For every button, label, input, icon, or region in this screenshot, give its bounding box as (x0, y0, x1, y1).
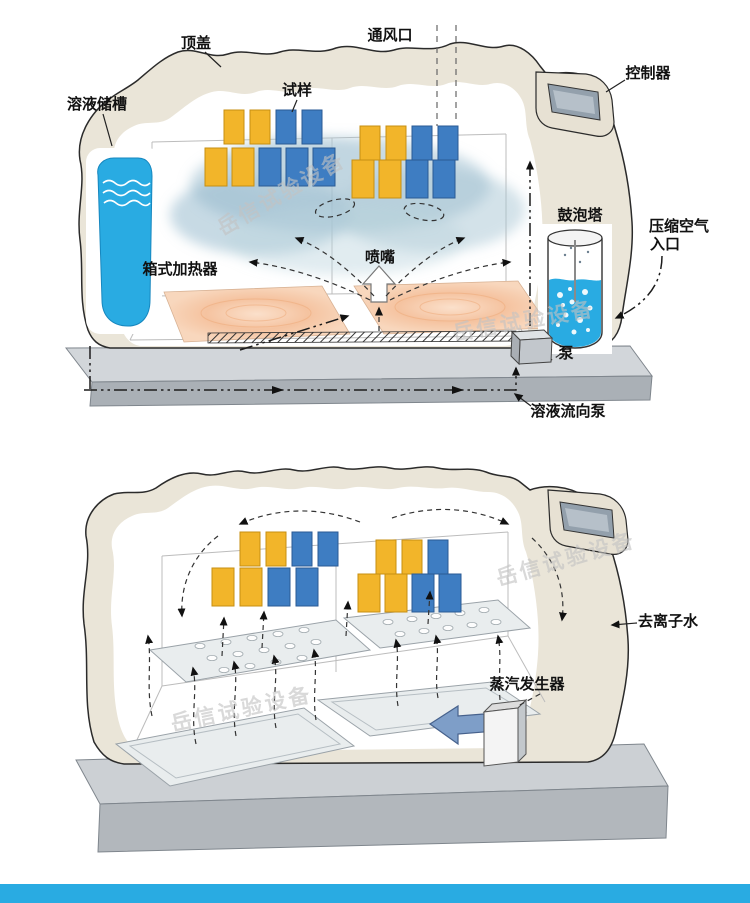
solution-tank-water (97, 157, 153, 327)
controller-panel (535, 71, 615, 137)
sample-block (359, 125, 381, 161)
sample-block (211, 567, 235, 607)
sample-block (265, 531, 287, 567)
bubble-tower (538, 224, 612, 363)
pump-unit (510, 329, 554, 366)
specimen-rack-right (351, 125, 459, 199)
sample-block (411, 125, 433, 161)
spray-system (207, 198, 517, 351)
sample-block (249, 109, 271, 145)
chamber-base (64, 345, 653, 407)
label-bubble-tower: 鼓泡塔 (557, 206, 603, 224)
solution-tank (86, 148, 162, 334)
sample-block (295, 567, 319, 607)
label-top-cover: 顶盖 (181, 34, 211, 52)
shelf-holes (382, 607, 502, 638)
label-vent: 通风口 (367, 27, 412, 44)
mist-dots (563, 246, 590, 264)
steam-chamber-diagram: 去离子水 蒸汽发生器 岳信试验设备 岳信试验设备 (75, 466, 699, 853)
water-tray-right (316, 681, 542, 737)
sample-block (291, 531, 313, 567)
labels-top-diagram: 顶盖 通风口 控制器 溶液储槽 试样 箱式加热器 喷嘴 鼓泡塔 压缩空气 入口 … (67, 27, 709, 420)
label-solution-to-pump: 溶液流向泵 (530, 402, 605, 420)
sample-block (437, 125, 459, 161)
steam-generator (428, 698, 528, 767)
bubbles (556, 287, 593, 335)
label-pump: 泵 (558, 345, 573, 362)
label-deionized-water: 去离子水 (638, 612, 699, 630)
sample-block (438, 573, 462, 613)
solution-flow-line (84, 366, 520, 391)
label-controller: 控制器 (625, 64, 671, 82)
sample-block (351, 159, 375, 199)
label-specimen: 试样 (282, 81, 312, 99)
sample-block (317, 531, 339, 567)
heater-plates (163, 280, 551, 343)
sample-block (239, 531, 261, 567)
sample-block (357, 573, 381, 613)
controller-panel (547, 489, 629, 555)
sample-block (432, 159, 456, 199)
labels-bottom-diagram: 去离子水 蒸汽发生器 (489, 612, 699, 707)
specimen-rack-right (357, 539, 462, 613)
sample-block (275, 109, 297, 145)
steam-flow-arrows (145, 508, 567, 745)
sample-block (411, 573, 435, 613)
sample-block (405, 159, 429, 199)
salt-spray-chamber-diagram: 顶盖 通风口 控制器 溶液储槽 试样 箱式加热器 喷嘴 鼓泡塔 压缩空气 入口 … (64, 25, 709, 420)
label-box-heater: 箱式加热器 (142, 260, 218, 278)
sample-block (231, 147, 255, 187)
sample-block (375, 539, 397, 575)
sample-block (223, 109, 245, 145)
sample-block (301, 109, 323, 145)
flow-lines (84, 25, 663, 394)
compressed-air-line (614, 255, 663, 319)
sample-block (239, 567, 263, 607)
sample-block (312, 147, 336, 187)
sample-block (401, 539, 423, 575)
label-solution-tank: 溶液储槽 (67, 95, 127, 113)
sample-block (285, 147, 309, 187)
sample-block (385, 125, 407, 161)
label-compressed-air: 压缩空气 (649, 217, 709, 235)
label-air-inlet: 入口 (650, 236, 680, 253)
water-trays (114, 681, 542, 787)
sample-block (378, 159, 402, 199)
sample-block (427, 539, 449, 575)
sample-block (384, 573, 408, 613)
steam-flow-arrow (428, 704, 485, 746)
specimen-rack-left (211, 531, 339, 607)
sample-block (258, 147, 282, 187)
footer-bar (0, 884, 750, 903)
specimen-rack-left (204, 109, 336, 187)
sample-block (267, 567, 291, 607)
label-nozzle: 喷嘴 (365, 248, 395, 266)
label-steam-generator: 蒸汽发生器 (489, 675, 565, 693)
sample-block (204, 147, 228, 187)
water-tray-left (114, 707, 356, 787)
shelf-holes (194, 627, 322, 674)
